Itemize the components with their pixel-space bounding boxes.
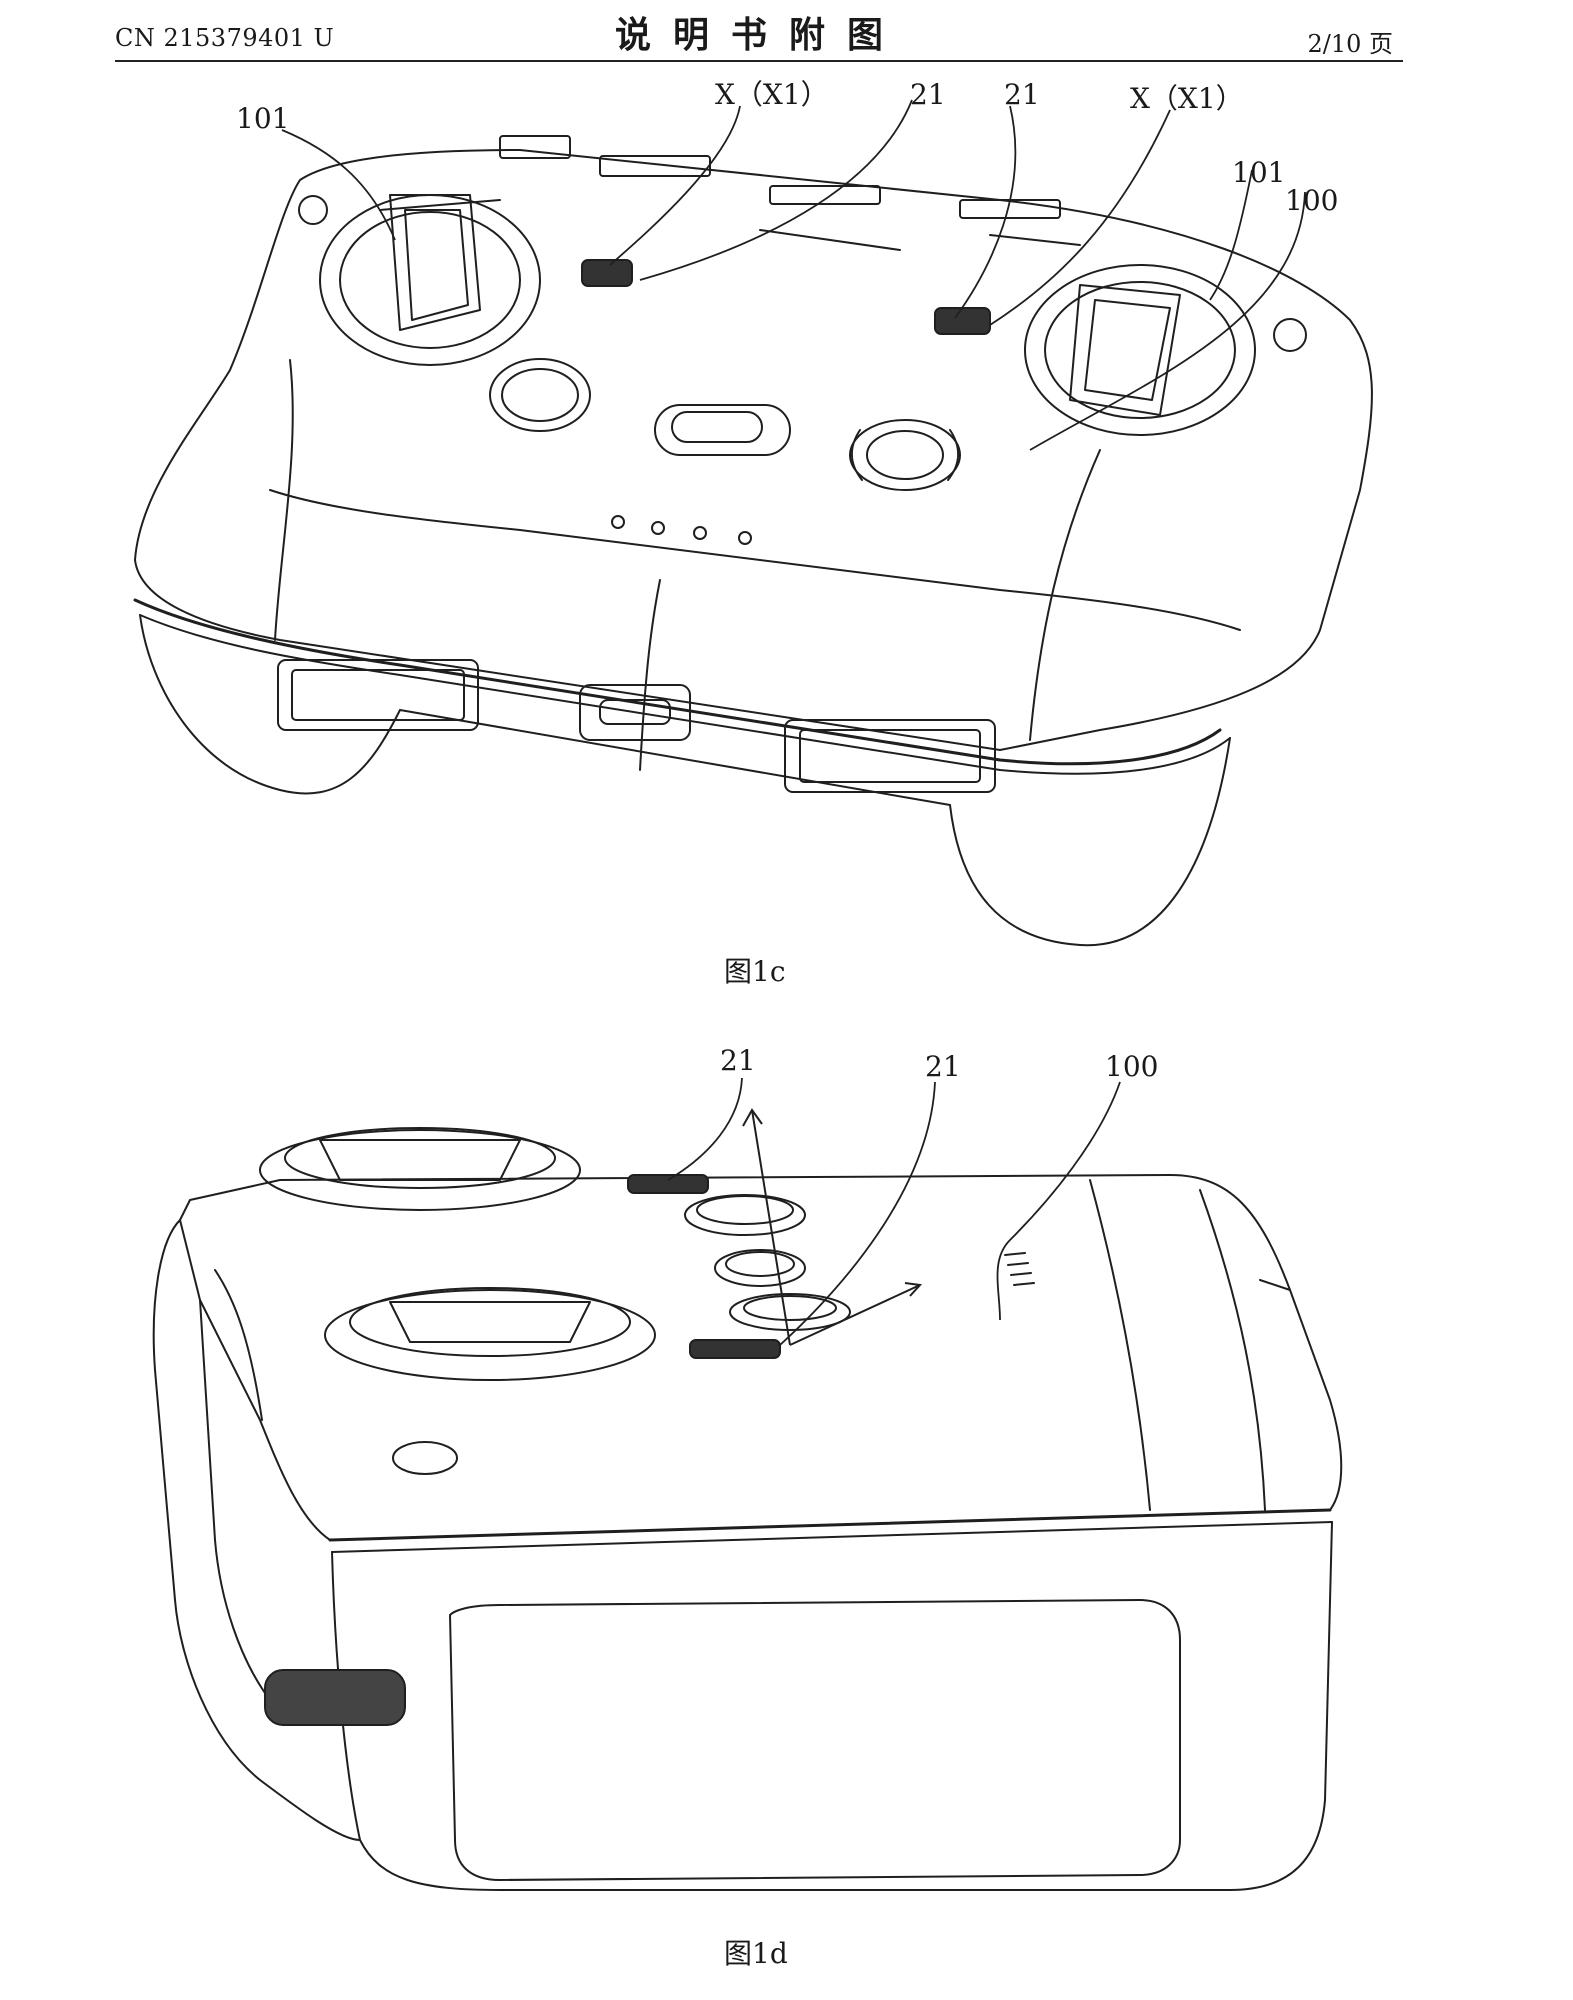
header-rule xyxy=(115,60,1403,62)
figure-1d-drawing: 21 21 100 xyxy=(152,1044,1343,1891)
left-stick-arm xyxy=(389,194,481,331)
side-dial xyxy=(264,1669,406,1726)
button-middle xyxy=(714,1249,806,1287)
controller-top-shell xyxy=(179,1174,1343,1541)
controller-lower-body xyxy=(331,1521,1333,1891)
page-title: 说明书附图 xyxy=(614,14,905,56)
left-stick-slot xyxy=(277,659,479,731)
figure-1c-drawing: 101 X（X1） 21 21 X（X1） 101 100 xyxy=(133,78,1373,947)
label-21-a: 21 xyxy=(910,78,946,111)
label-100: 100 xyxy=(1105,1050,1158,1083)
label-21-a: 21 xyxy=(720,1044,756,1077)
direction-arrow-up xyxy=(751,1109,791,1346)
label-21-b: 21 xyxy=(1004,78,1040,111)
figure-1d-caption: 图1d xyxy=(724,1937,788,1970)
small-hole xyxy=(392,1441,458,1475)
power-button xyxy=(489,358,591,432)
controller-grip-right xyxy=(949,737,1231,947)
figure-1c-caption: 图1c xyxy=(724,955,786,988)
controller-grip-left xyxy=(139,614,401,795)
right-stick-well xyxy=(1024,264,1256,436)
label-101-right: 101 xyxy=(1232,156,1285,189)
label-100: 100 xyxy=(1285,184,1338,217)
right-stick-slot xyxy=(784,719,996,793)
controller-seam xyxy=(328,1508,1332,1542)
lower-dial-21 xyxy=(689,1339,781,1359)
right-dial-21 xyxy=(934,307,991,335)
mode-switch xyxy=(654,404,791,456)
photo-button xyxy=(849,419,961,491)
label-101-left: 101 xyxy=(236,102,289,135)
direction-arrow-diag xyxy=(789,1284,921,1346)
button-top xyxy=(684,1194,806,1236)
label-x-left: X（X1） xyxy=(715,78,829,111)
upper-dial-21 xyxy=(627,1174,709,1194)
label-x-right: X（X1） xyxy=(1130,82,1244,115)
battery-panel xyxy=(449,1599,1181,1881)
controller-top-shell xyxy=(134,149,1373,751)
usb-port xyxy=(579,684,691,741)
left-stick-well xyxy=(319,194,541,366)
publication-number: CN 215379401 U xyxy=(115,24,335,52)
button-bottom xyxy=(729,1293,851,1331)
controller-left-side xyxy=(152,1219,361,1841)
right-stick-arm xyxy=(1069,284,1181,416)
label-21-b: 21 xyxy=(925,1050,961,1083)
controller-seam xyxy=(133,598,1222,766)
lower-stick-well xyxy=(324,1289,656,1381)
upper-stick-well xyxy=(259,1129,581,1211)
left-dial-21 xyxy=(581,259,633,287)
page-number: 2/10 页 xyxy=(1307,30,1393,58)
